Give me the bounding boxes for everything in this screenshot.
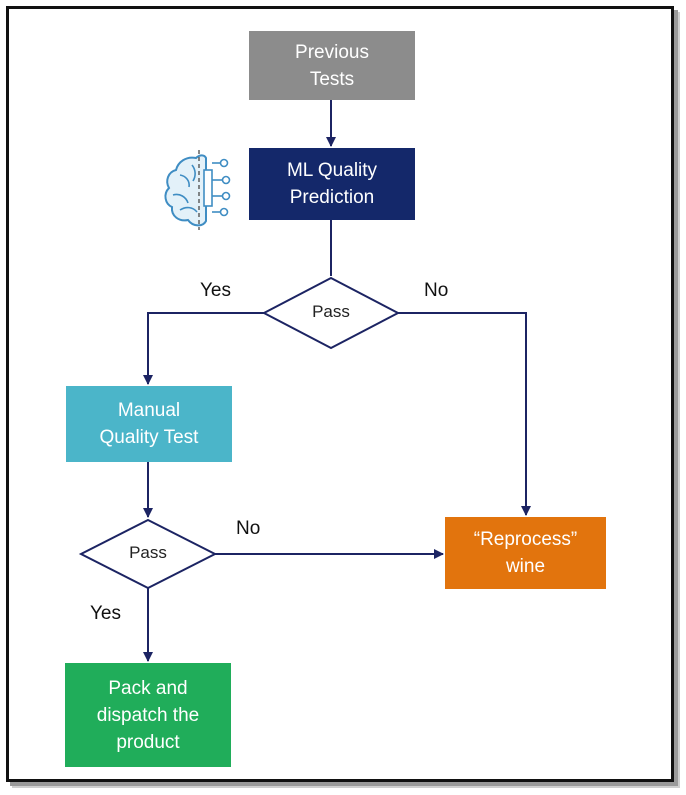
edge-label-pass1-yes: Yes [200, 280, 231, 301]
brain-circuit-icon [164, 150, 231, 230]
node-ml-quality-prediction-label: ML Quality Prediction [286, 160, 378, 208]
node-reprocess-wine-label: “Reprocess” wine [473, 529, 578, 577]
edge-pass1-no-to-reprocess [398, 312, 531, 516]
node-pack-and-dispatch: Pack and dispatch the product [65, 663, 231, 767]
edge-label-pass2-yes: Yes [90, 603, 121, 624]
edge-label-pass1-no: No [424, 280, 449, 301]
pass-decision-1-label: Pass [312, 302, 350, 321]
pass-decision-1 [261, 276, 401, 350]
pass-decision-2-label: Pass [129, 543, 167, 562]
node-previous-tests-label: Previous Tests [295, 41, 369, 90]
node-reprocess-wine: “Reprocess” wine [445, 517, 606, 589]
node-manual-quality-test-label: Manual Quality Test [99, 400, 199, 448]
node-manual-quality-test: Manual Quality Test [66, 386, 232, 462]
edge-pass1-yes-to-manual [143, 312, 264, 385]
node-previous-tests: Previous Tests [249, 31, 415, 100]
node-ml-quality-prediction: ML Quality Prediction [249, 148, 415, 220]
edge-label-pass2-no: No [236, 518, 261, 539]
node-pack-and-dispatch-label: Pack and dispatch the product [96, 677, 200, 753]
